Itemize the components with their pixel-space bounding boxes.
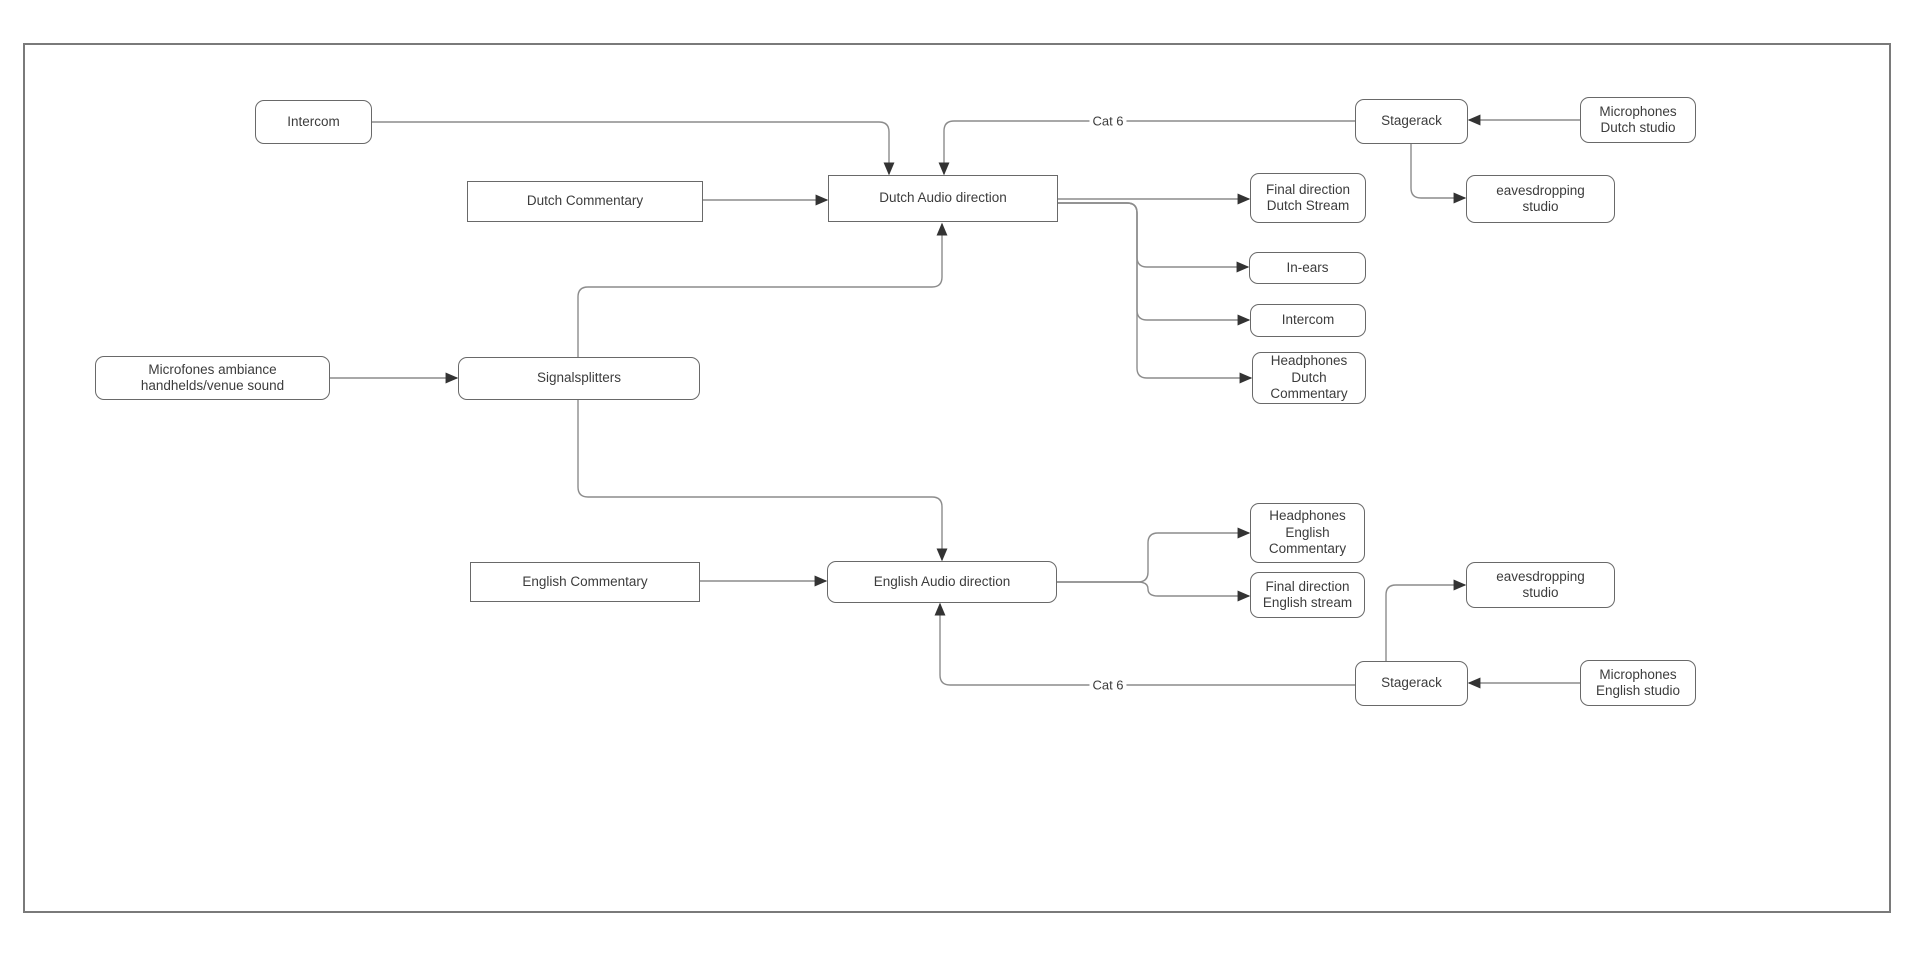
- node-label-microphones-dutch-studio: Microphones Dutch studio: [1599, 103, 1677, 135]
- diagram-frame-border: [23, 43, 1891, 913]
- node-label-headphones-dutch-commentary: Headphones Dutch Commentary: [1270, 353, 1348, 402]
- node-headphones-dutch-commentary: Headphones Dutch Commentary: [1252, 352, 1366, 404]
- node-label-dutch-audio-direction: Dutch Audio direction: [879, 190, 1007, 206]
- edge-label-stagerack-bottom-to-english-audio-cat6: Cat 6: [1089, 677, 1127, 693]
- node-english-audio-direction: English Audio direction: [827, 561, 1057, 603]
- node-microphones-english-studio: Microphones English studio: [1580, 660, 1696, 706]
- node-stagerack-top: Stagerack: [1355, 99, 1468, 144]
- node-final-direction-dutch-stream: Final direction Dutch Stream: [1250, 173, 1366, 223]
- node-microphones-dutch-studio: Microphones Dutch studio: [1580, 97, 1696, 143]
- node-label-english-commentary: English Commentary: [522, 573, 648, 589]
- node-label-final-direction-dutch-stream: Final direction Dutch Stream: [1265, 181, 1351, 213]
- node-label-eavesdropping-studio-top: eavesdropping studio: [1496, 182, 1585, 214]
- node-in-ears: In-ears: [1249, 252, 1366, 284]
- node-headphones-english-commentary: Headphones English Commentary: [1250, 503, 1365, 563]
- edge-label-stagerack-top-to-dutch-audio-cat6: Cat 6: [1089, 113, 1127, 129]
- node-label-dutch-commentary: Dutch Commentary: [526, 193, 644, 209]
- node-label-stagerack-top: Stagerack: [1381, 113, 1442, 129]
- node-label-microfones-ambiance: Microfones ambiance handhelds/venue soun…: [140, 361, 285, 393]
- node-label-final-direction-english-stream: Final direction English stream: [1262, 578, 1353, 610]
- node-label-eavesdropping-studio-bottom: eavesdropping studio: [1496, 568, 1585, 600]
- node-label-headphones-english-commentary: Headphones English Commentary: [1268, 508, 1347, 557]
- node-label-english-audio-direction: English Audio direction: [873, 573, 1011, 589]
- node-label-intercom-left: Intercom: [287, 113, 340, 129]
- node-dutch-commentary: Dutch Commentary: [467, 181, 703, 222]
- node-eavesdropping-studio-bottom: eavesdropping studio: [1466, 562, 1615, 608]
- node-final-direction-english-stream: Final direction English stream: [1250, 572, 1365, 618]
- node-stagerack-bottom: Stagerack: [1355, 661, 1468, 706]
- node-label-stagerack-bottom: Stagerack: [1381, 675, 1442, 691]
- node-eavesdropping-studio-top: eavesdropping studio: [1466, 175, 1615, 223]
- node-intercom-right: Intercom: [1250, 304, 1366, 337]
- node-label-microphones-english-studio: Microphones English studio: [1595, 666, 1681, 698]
- node-microfones-ambiance: Microfones ambiance handhelds/venue soun…: [95, 356, 330, 400]
- node-label-signalsplitters: Signalsplitters: [536, 370, 622, 386]
- node-dutch-audio-direction: Dutch Audio direction: [828, 175, 1058, 222]
- node-intercom-left: Intercom: [255, 100, 372, 144]
- node-label-in-ears: In-ears: [1286, 259, 1329, 275]
- node-label-intercom-right: Intercom: [1281, 312, 1335, 328]
- node-signalsplitters: Signalsplitters: [458, 357, 700, 400]
- node-english-commentary: English Commentary: [470, 562, 700, 602]
